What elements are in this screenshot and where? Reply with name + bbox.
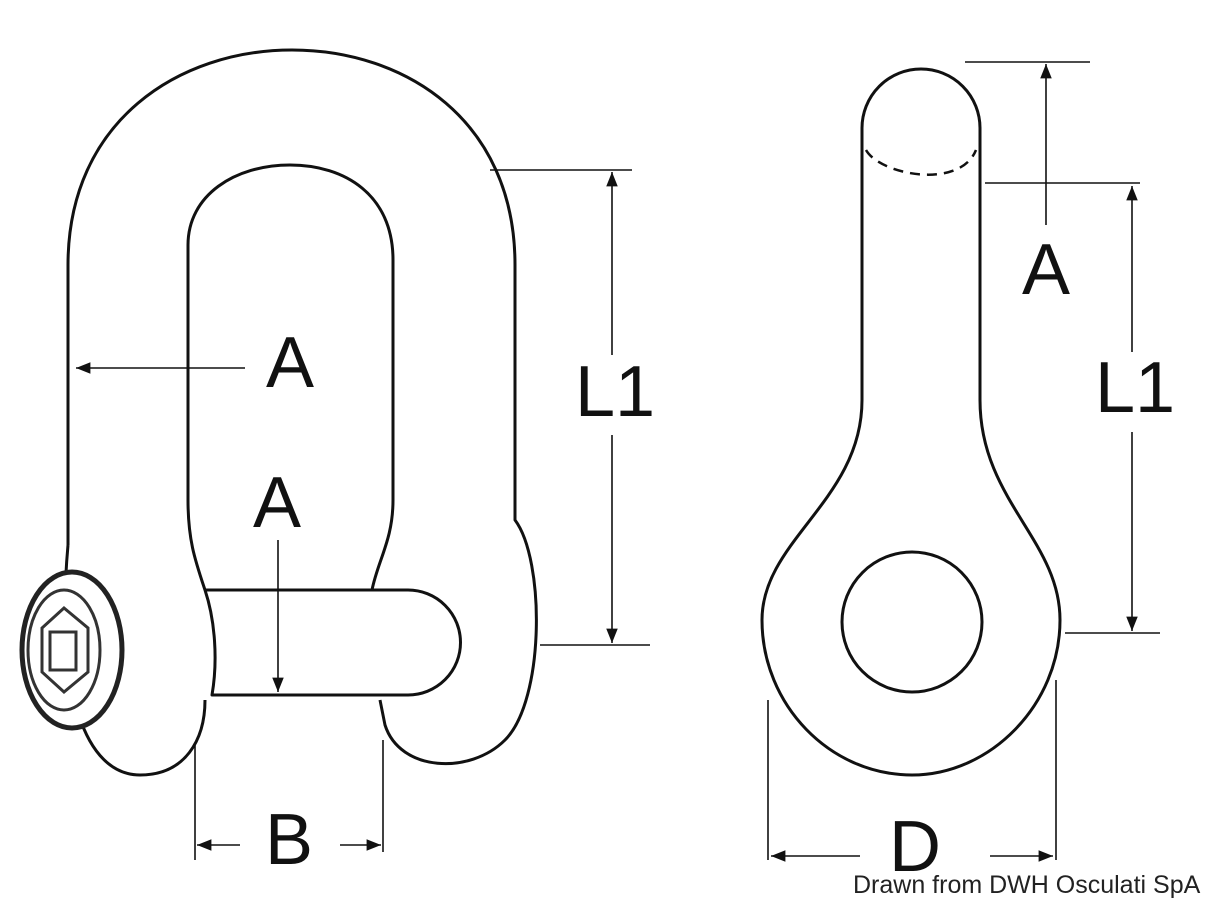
dim-label-l1-front: L1 [575, 352, 655, 432]
shackle-side-view: A L1 D [760, 61, 1182, 887]
pin-head-icon [19, 569, 125, 731]
shackle-front-view: A A L1 B [19, 48, 662, 880]
side-body-outline [760, 67, 1062, 777]
dim-label-a-wall: A [266, 323, 314, 403]
shackle-pin [203, 588, 462, 697]
dim-label-l1-side: L1 [1095, 348, 1175, 428]
eye-hole [840, 550, 984, 694]
shackle-body-outline [66, 48, 538, 766]
credit-text: Drawn from DWH Osculati SpA [853, 871, 1201, 899]
shackle-inner-slot [186, 163, 395, 591]
dim-label-d: D [889, 807, 941, 887]
dim-label-b: B [265, 800, 313, 880]
dim-label-a-side: A [1022, 230, 1070, 310]
dim-label-a-pin: A [253, 463, 301, 543]
